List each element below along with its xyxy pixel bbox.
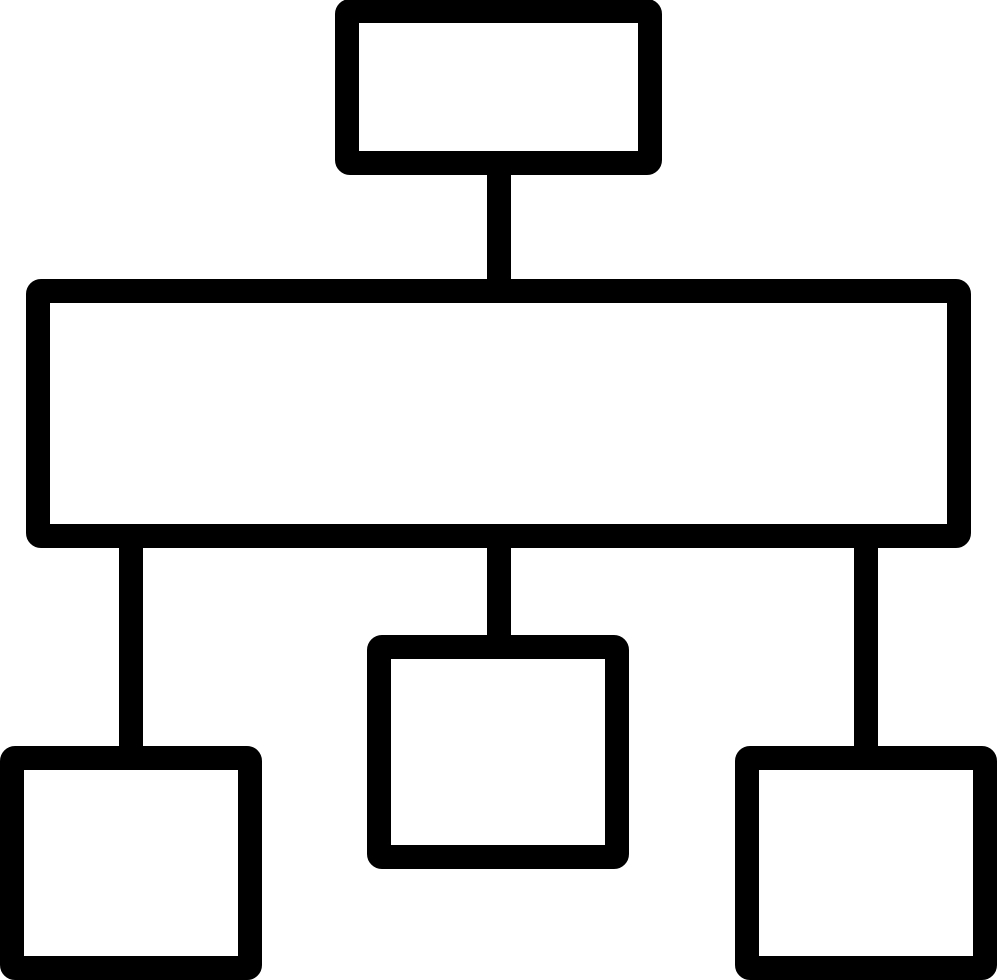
bottom-left-node — [0, 746, 262, 980]
middle-bar-node — [26, 279, 971, 548]
bottom-center-node — [367, 635, 629, 869]
bottom-right-node — [735, 746, 997, 980]
top-node — [335, 0, 662, 175]
